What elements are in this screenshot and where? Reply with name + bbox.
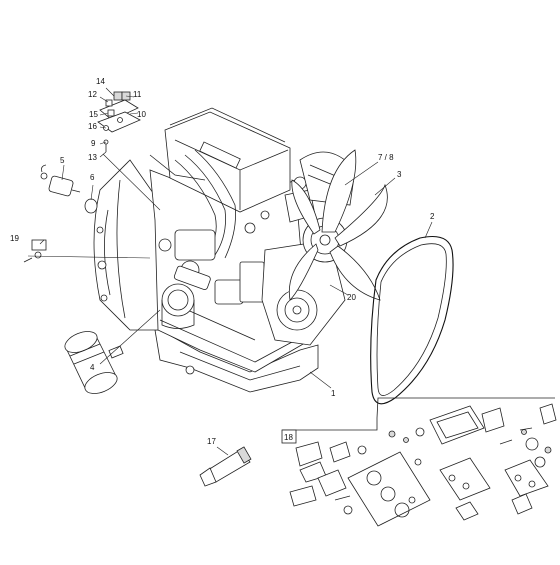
callout-4: 4: [90, 363, 95, 372]
callout-16: 16: [88, 122, 97, 131]
callout-3: 3: [397, 170, 402, 179]
cooling-fan: [288, 149, 388, 301]
leader-lines: [27, 87, 433, 456]
callout-78: 7 / 8: [378, 153, 394, 162]
callout-12: 12: [88, 90, 97, 99]
stop-solenoid: [40, 164, 81, 197]
callout-10: 10: [137, 110, 146, 119]
gasket-kit-18: [281, 397, 557, 527]
callout-5: 5: [60, 156, 65, 165]
valve-cluster: [97, 91, 141, 152]
callout-13: 13: [88, 153, 97, 162]
callout-20: 20: [347, 293, 356, 302]
head-gasket: [347, 451, 431, 527]
callout-18: 18: [284, 433, 293, 442]
callout-17: 17: [207, 437, 216, 446]
callout-2: 2: [430, 212, 435, 221]
callout-14: 14: [96, 77, 105, 86]
callout-1: 1: [331, 389, 336, 398]
callout-11: 11: [133, 90, 142, 99]
gasket-6: [84, 198, 98, 214]
callout-6: 6: [90, 173, 95, 182]
callout-15: 15: [89, 110, 98, 119]
sensor-19: [23, 239, 47, 263]
fuel-filter-housing: [161, 283, 195, 317]
oil-pan: [154, 329, 319, 393]
callout-19: 19: [10, 234, 19, 243]
engine-assembly: [93, 107, 388, 393]
flywheel-housing: [93, 159, 161, 331]
oil-filter: [64, 331, 124, 394]
callout-9: 9: [91, 139, 96, 148]
sealant-tube-17: [199, 446, 252, 487]
v-belt: [370, 235, 454, 405]
callout-labels: 14 12 11 15 10 16 9 13 5 6 19 7 / 8 7 / …: [10, 77, 435, 446]
